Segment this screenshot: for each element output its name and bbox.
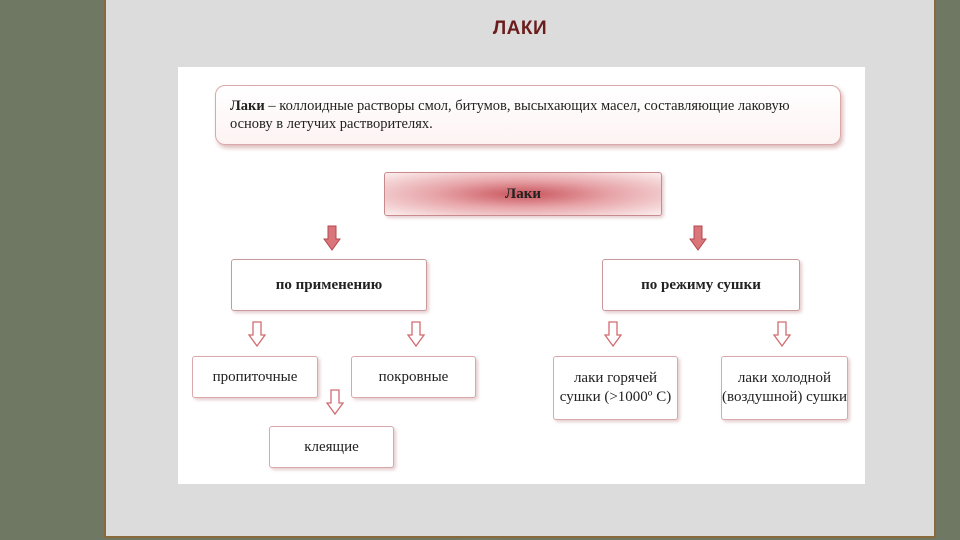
definition-box: Лаки – коллоидные растворы смол, битумов… — [215, 85, 841, 145]
definition-body: – коллоидные растворы смол, битумов, выс… — [230, 97, 790, 132]
arrow-down-outline-icon — [773, 321, 791, 347]
arrow-down-icon — [689, 225, 707, 251]
slide-title: ЛАКИ — [492, 18, 548, 39]
leaf-hot-drying: лаки горячей сушки (>1000º С) — [553, 356, 678, 420]
arrow-down-icon — [323, 225, 341, 251]
arrow-down-outline-icon — [248, 321, 266, 347]
leaf-cold-drying: лаки холодной (воздушной) сушки — [721, 356, 848, 420]
branch-drying: по режиму сушки — [602, 259, 800, 311]
root-node: Лаки — [384, 172, 662, 216]
diagram-panel: Лаки – коллоидные растворы смол, битумов… — [178, 67, 865, 484]
arrow-down-outline-icon — [407, 321, 425, 347]
arrow-down-outline-icon — [326, 389, 344, 415]
leaf-impregnating: пропиточные — [192, 356, 318, 398]
leaf-adhesive: клеящие — [269, 426, 394, 468]
branch-usage: по применению — [231, 259, 427, 311]
leaf-coating: покровные — [351, 356, 476, 398]
arrow-down-outline-icon — [604, 321, 622, 347]
definition-text: Лаки – коллоидные растворы смол, битумов… — [230, 97, 826, 133]
definition-term: Лаки — [230, 97, 265, 114]
